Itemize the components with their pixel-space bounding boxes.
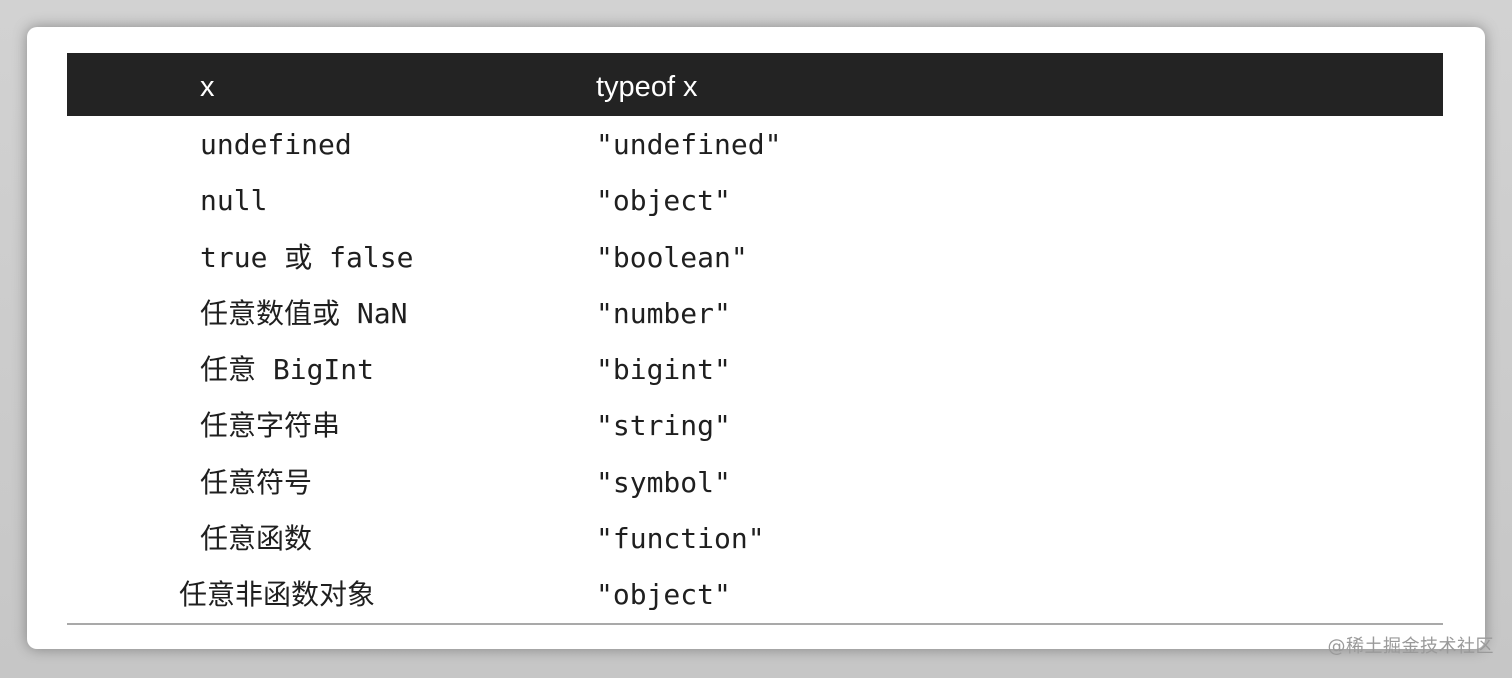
cell-x: 任意 BigInt: [200, 353, 375, 387]
cell-typeof: "string": [596, 409, 731, 443]
table-row: 任意 BigInt "bigint": [67, 341, 1443, 397]
typeof-table: x typeof x undefined "undefined" null "o…: [67, 53, 1443, 625]
table-row: true 或 false "boolean": [67, 229, 1443, 285]
header-typeof-x: typeof x: [596, 71, 698, 103]
table-bottom-rule: [67, 622, 1443, 625]
cell-typeof: "number": [596, 296, 731, 330]
watermark: @稀土掘金技术社区: [1327, 636, 1494, 657]
table-header: x typeof x: [67, 53, 1443, 116]
table-row: 任意函数 "function": [67, 510, 1443, 566]
cell-typeof: "object": [596, 578, 731, 612]
table-row: 任意字符串 "string": [67, 397, 1443, 453]
cell-typeof: "undefined": [596, 128, 782, 161]
cell-typeof: "bigint": [596, 353, 731, 387]
cell-x: null: [200, 184, 268, 218]
cell-typeof: "function": [596, 522, 765, 556]
cell-x: 任意符号: [200, 465, 313, 499]
table-row: 任意数值或 NaN "number": [67, 285, 1443, 341]
cell-x: 任意字符串: [200, 409, 341, 443]
header-x: x: [200, 71, 215, 103]
cell-typeof: "boolean": [596, 240, 748, 274]
table-card: x typeof x undefined "undefined" null "o…: [27, 27, 1485, 649]
cell-typeof: "symbol": [596, 465, 731, 499]
table-row: null "object": [67, 172, 1443, 228]
cell-x: 任意函数: [200, 522, 313, 556]
table-row: 任意非函数对象 "object": [67, 566, 1443, 622]
table-row: undefined "undefined": [67, 116, 1443, 172]
table-body: undefined "undefined" null "object" true…: [67, 116, 1443, 623]
cell-x: 任意数值或 NaN: [200, 296, 408, 330]
cell-x: undefined: [200, 128, 352, 161]
cell-x: 任意非函数对象: [179, 578, 376, 612]
table-row: 任意符号 "symbol": [67, 454, 1443, 510]
cell-typeof: "object": [596, 184, 731, 218]
cell-x: true 或 false: [200, 240, 414, 274]
